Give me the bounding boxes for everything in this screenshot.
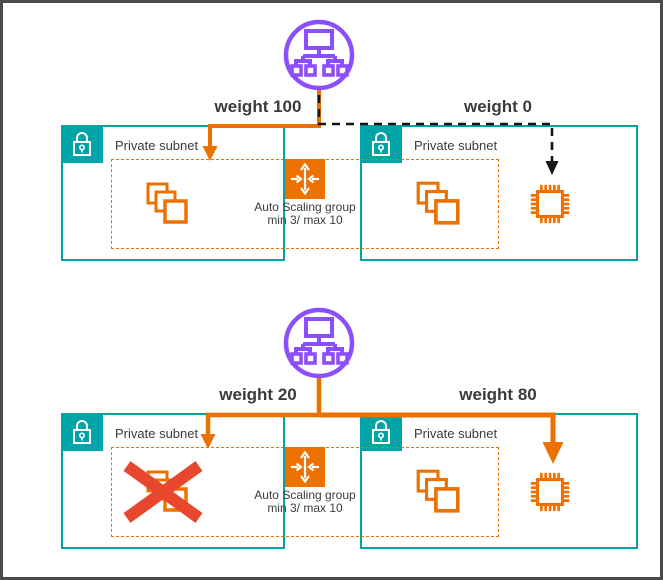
failure-x-icon [123,461,203,523]
private-subnet-left: Private subnet [61,125,285,261]
weight-label-left: weight 20 [219,385,297,404]
subnet-label: Private subnet [115,138,199,153]
asg-limits: min 3/ max 10 [267,212,343,227]
tier-bottom: weight 20 weight 80 Private subnet [3,291,660,561]
asg-title: Auto Scaling group [254,200,356,214]
lock-icon [360,125,402,163]
auto-scaling-icon [285,159,325,199]
instances-icon [416,181,460,225]
instances-icon [416,469,460,513]
subnet-label: Private subnet [414,138,498,153]
auto-scaling-caption: Auto Scaling group min 3/ max 10 [245,201,365,226]
lock-icon [61,413,103,451]
lock-icon [61,125,103,163]
auto-scaling-icon [285,447,325,487]
lock-icon [360,413,402,451]
load-balancer-icon [283,19,355,91]
asg-title: Auto Scaling group [254,488,356,502]
processor-chip-icon [530,184,570,224]
private-subnet-left: Private subnet [61,413,285,549]
processor-chip-icon [530,472,570,512]
instances-icon [146,182,188,224]
weight-label-left: weight 100 [214,97,302,116]
asg-limits: min 3/ max 10 [267,500,343,515]
subnet-label: Private subnet [414,426,498,441]
weight-label-right: weight 0 [463,97,532,116]
tier-top: weight 100 weight 0 Private subnet [3,3,660,273]
subnet-label: Private subnet [115,426,199,441]
auto-scaling-caption: Auto Scaling group min 3/ max 10 [245,489,365,514]
weight-label-right: weight 80 [459,385,537,404]
load-balancer-icon [283,307,355,379]
